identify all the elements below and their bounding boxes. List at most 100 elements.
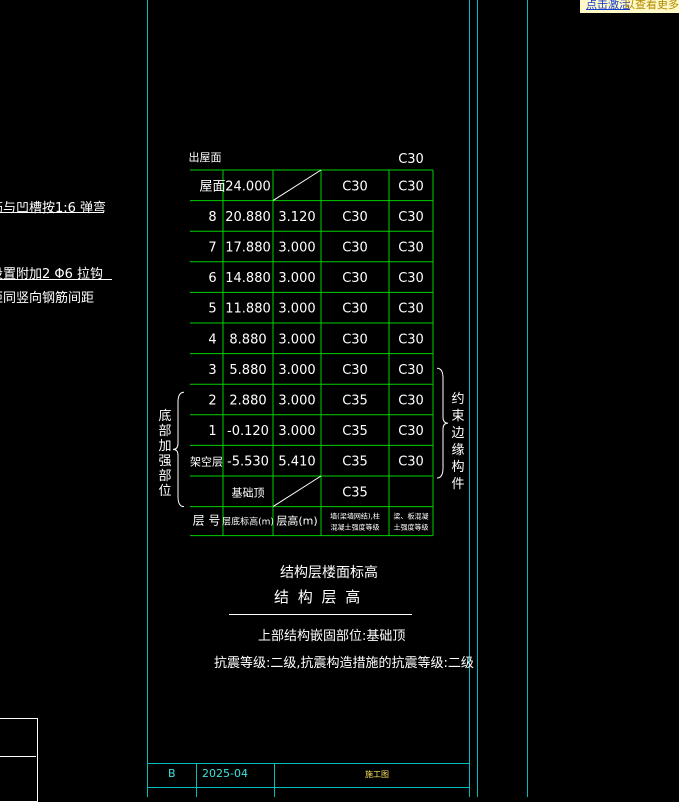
cell-wall-grade: C30	[342, 332, 368, 347]
right-brace-label-char: 边	[451, 426, 464, 441]
right-brace-label-char: 束	[451, 409, 464, 424]
activation-rest-text: 以查看更多	[624, 0, 679, 11]
titleblock-div-1	[196, 763, 197, 797]
cell-elevation: -5.530	[227, 455, 269, 470]
cell-elevation: 8.880	[229, 332, 266, 347]
frame-line-left	[147, 0, 148, 797]
left-brace-label-char: 位	[158, 484, 171, 499]
cell-elevation: 24.000	[225, 179, 271, 194]
cell-beam-grade: C30	[398, 271, 424, 286]
header-floor: 层 号	[193, 514, 221, 528]
caption-rule	[229, 614, 412, 615]
cell-height: 3.000	[278, 332, 315, 347]
frame-line-outer-1	[477, 0, 478, 797]
cell-height: 3.000	[278, 302, 315, 317]
cell-wall-grade: C35	[342, 394, 368, 409]
cell-top-c2: C30	[398, 152, 424, 167]
titleblock-stage: 施工图	[365, 770, 389, 779]
cell-elevation: -0.120	[227, 424, 269, 439]
right-brace-label-char: 约	[451, 392, 464, 407]
activation-tooltip[interactable]: 点击激活 以查看更多	[580, 0, 679, 13]
header-elevation: 层底标高(m)	[222, 516, 274, 528]
diag-roof	[272, 169, 322, 202]
diag-base	[272, 475, 322, 508]
cell-elevation: 2.880	[229, 394, 266, 409]
cell-top-floor: 出屋面	[189, 150, 222, 164]
header-beam-line2: 土强度等级	[394, 523, 429, 532]
cell-beam-grade: C30	[398, 332, 424, 347]
cell-height: 3.120	[278, 210, 315, 225]
cell-beam-grade: C30	[398, 363, 424, 378]
cell-wall-grade: C30	[342, 363, 368, 378]
cell-floor: 8	[208, 210, 216, 225]
left-note-2: 设置附加2 Φ6 拉钩	[0, 267, 104, 282]
right-brace-label-char: 缘	[451, 443, 464, 458]
cell-beam-grade: C30	[398, 210, 424, 225]
left-note-1-underline	[0, 212, 104, 213]
cell-height: 3.000	[278, 363, 315, 378]
cell-beam-grade: C30	[398, 302, 424, 317]
left-note-3: 距同竖向钢筋间距	[0, 291, 95, 306]
caption-note-2: 抗震等级:二级,抗震构造措施的抗震等级:二级	[214, 656, 474, 671]
cell-beam-grade: C30	[398, 394, 424, 409]
cell-wall-grade: C30	[342, 179, 368, 194]
cell-wall-grade: C35	[342, 424, 368, 439]
cell-wall-grade: C35	[342, 485, 368, 500]
cell-wall-grade: C30	[342, 271, 368, 286]
left-box-divider	[0, 756, 36, 757]
cell-floor: 5	[208, 302, 216, 317]
cell-beam-grade: C30	[398, 241, 424, 256]
cell-elevation: 5.880	[229, 363, 266, 378]
cell-elevation: 14.880	[225, 271, 271, 286]
cell-elevation: 11.880	[225, 302, 271, 317]
titleblock-div-2	[274, 763, 275, 797]
cell-floor: 7	[208, 241, 216, 256]
cell-beam-grade: C30	[398, 455, 424, 470]
right-brace-label-char: 件	[451, 477, 464, 492]
cell-floor: 4	[208, 332, 216, 347]
caption-title-2: 结 构 层 高	[274, 588, 363, 606]
titleblock: B 2025-04 施工图	[147, 763, 469, 797]
cell-floor: 架空层	[190, 455, 223, 469]
cell-floor: 1	[208, 424, 216, 439]
activation-link[interactable]: 点击激活	[586, 0, 630, 11]
cell-wall-grade: C30	[342, 241, 368, 256]
frame-line-outer-2	[527, 0, 528, 797]
titleblock-top-rule	[147, 763, 469, 764]
left-brace-label-char: 部	[158, 424, 171, 439]
cell-elevation: 17.880	[225, 241, 271, 256]
left-brace-label-char: 加	[158, 439, 171, 454]
cell-beam-grade: C30	[398, 179, 424, 194]
cell-floor: 3	[208, 363, 216, 378]
left-note-2-underline	[0, 279, 112, 280]
caption-note-1: 上部结构嵌固部位:基础顶	[258, 629, 406, 644]
cell-beam-grade: C30	[398, 424, 424, 439]
cell-height: 3.000	[278, 241, 315, 256]
cell-elevation: 基础顶	[232, 486, 265, 499]
titleblock-date: 2025-04	[202, 767, 248, 780]
cell-height: 3.000	[278, 271, 315, 286]
right-brace-label-char: 构	[451, 460, 464, 475]
cell-wall-grade: C35	[342, 455, 368, 470]
left-brace-label-char: 强	[158, 454, 171, 469]
cell-floor: 6	[208, 271, 216, 286]
cell-height: 3.000	[278, 394, 315, 409]
left-brace-label-char: 底	[158, 408, 171, 424]
cell-wall-grade: C30	[342, 210, 368, 225]
cell-floor: 屋面	[199, 179, 225, 194]
left-brace	[172, 391, 185, 508]
frame-line-right	[469, 0, 470, 797]
caption-title-1: 结构层楼面标高	[280, 565, 378, 581]
header-wall-line1: 墙(梁墙网结),柱	[330, 512, 380, 521]
right-brace	[436, 367, 449, 479]
header-beam-line1: 梁、板混凝	[394, 512, 429, 521]
cell-height: 3.000	[278, 424, 315, 439]
header-wall-line2: 混凝土强度等级	[331, 523, 380, 532]
cell-wall-grade: C30	[342, 302, 368, 317]
left-brace-label-char: 部	[158, 469, 171, 484]
cell-elevation: 20.880	[225, 210, 271, 225]
cell-height: 5.410	[278, 455, 315, 470]
header-height: 层高(m)	[276, 514, 317, 528]
cell-floor: 2	[208, 394, 216, 409]
